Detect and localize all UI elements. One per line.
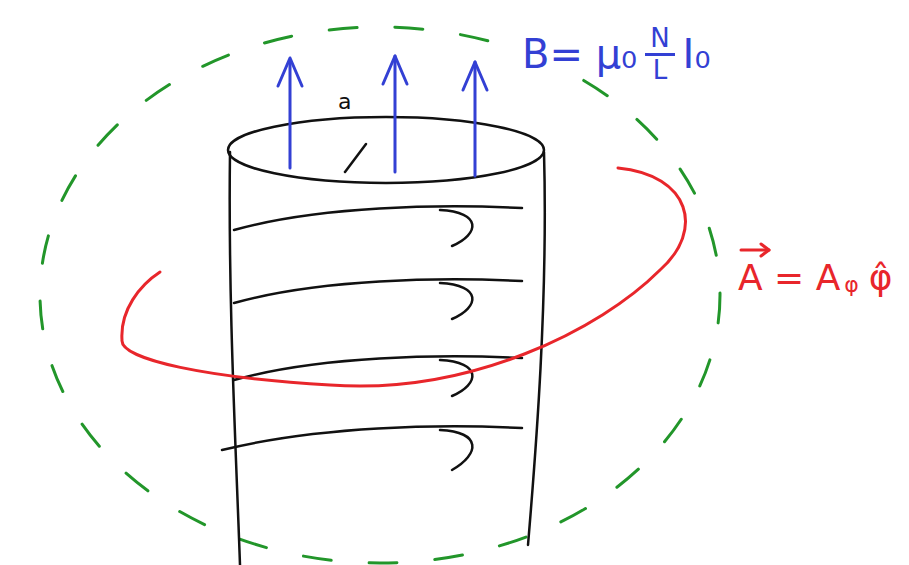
unit-vector-symbol: φ̂	[867, 258, 895, 298]
radius-label: a	[336, 90, 353, 114]
current-symbol: I₀	[681, 32, 713, 76]
radius-label-group: a	[336, 90, 353, 114]
amperian-loop	[122, 168, 769, 386]
fraction-denominator: L	[651, 56, 670, 85]
solenoid-body	[222, 117, 545, 565]
field-formula: B= μ₀ N L I₀	[520, 24, 712, 84]
length-symbol: L	[651, 56, 670, 85]
field-arrows	[278, 56, 487, 176]
fraction: N L	[645, 24, 674, 84]
turns-symbol: N	[648, 24, 671, 53]
field-symbol: B= μ₀	[520, 32, 639, 76]
formula-part: I₀	[681, 32, 713, 76]
potential-formula: A = Aφφ̂	[736, 258, 895, 298]
potential-symbol: A = A	[736, 258, 842, 298]
formula-part: B= μ₀	[520, 32, 639, 76]
dashed-boundary	[40, 27, 720, 563]
fraction-numerator: N	[645, 24, 674, 56]
subscript-symbol: φ	[842, 273, 861, 297]
